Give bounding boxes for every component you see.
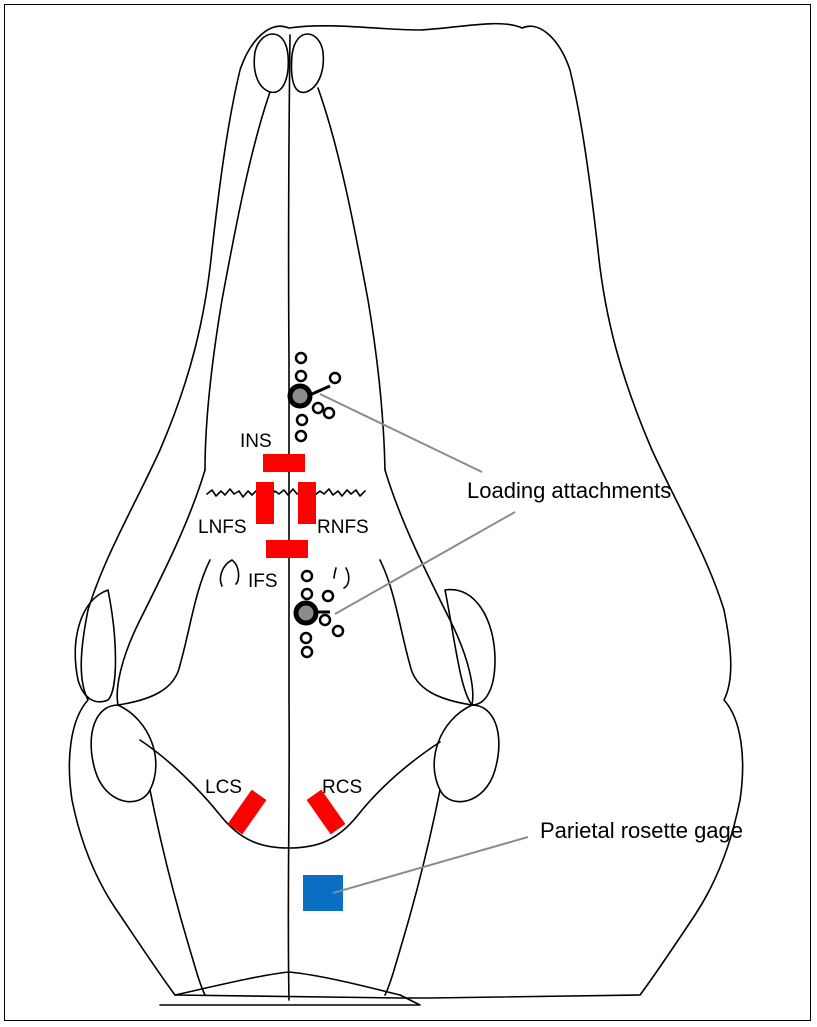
attachment-hole <box>324 408 334 418</box>
label-ifs: IFS <box>248 571 278 592</box>
label-ins: INS <box>240 431 272 452</box>
attachment-hole <box>296 431 306 441</box>
attachment-hole <box>333 626 343 636</box>
label-rnfs: RNFS <box>317 517 369 538</box>
zygomatic-arch-left <box>117 470 210 705</box>
gage-ins <box>263 454 305 472</box>
attachment-hole <box>296 371 306 381</box>
gage-ifs <box>266 540 308 558</box>
leader-line-rosette <box>333 837 528 893</box>
label-rcs: RCS <box>322 777 362 798</box>
attachment-arm <box>312 386 330 394</box>
attachment-hole <box>302 589 312 599</box>
braincase-left-inner <box>150 790 205 995</box>
attachment-hole <box>323 591 333 601</box>
attachment-hole <box>302 571 312 581</box>
incisor-left <box>254 34 288 92</box>
frontonasal-suture <box>207 489 365 497</box>
attachment-hole <box>330 373 340 383</box>
attachment-hole <box>296 353 306 363</box>
attachment-pin <box>290 386 310 406</box>
leader-lines <box>320 394 528 893</box>
foramen-right <box>334 568 349 588</box>
foramen-left <box>220 560 238 586</box>
snout-left-inner-line <box>205 92 270 470</box>
lateral-lobe-left <box>75 590 115 702</box>
parietal-rosette-gage <box>303 875 343 911</box>
label-parietal-rosette-gage: Parietal rosette gage <box>540 818 743 843</box>
label-loading-attachments: Loading attachments <box>467 478 671 503</box>
leader-line-upper-attachment <box>320 394 482 472</box>
lateral-lobe-right <box>445 590 495 705</box>
label-lnfs: LNFS <box>198 517 247 538</box>
coronal-suture <box>140 740 440 848</box>
incisor-right <box>292 34 324 92</box>
orbit-right <box>434 705 499 802</box>
attachment-hole <box>302 647 312 657</box>
skull-outline <box>69 24 742 1005</box>
loading-attachment-upper <box>290 353 340 441</box>
gage-rnfs <box>298 482 316 524</box>
occipital-base <box>175 972 400 995</box>
label-lcs: LCS <box>205 777 242 798</box>
attachment-hole <box>313 403 323 413</box>
midline-suture <box>288 35 290 1000</box>
gage-lnfs <box>256 482 274 524</box>
skull-outer-contour <box>69 24 742 998</box>
attachment-hole <box>297 415 307 425</box>
attachment-hole <box>301 633 311 643</box>
braincase-right-inner <box>385 790 440 995</box>
attachment-pin <box>296 603 316 623</box>
attachment-hole <box>320 615 330 625</box>
orbit-left <box>91 705 156 802</box>
